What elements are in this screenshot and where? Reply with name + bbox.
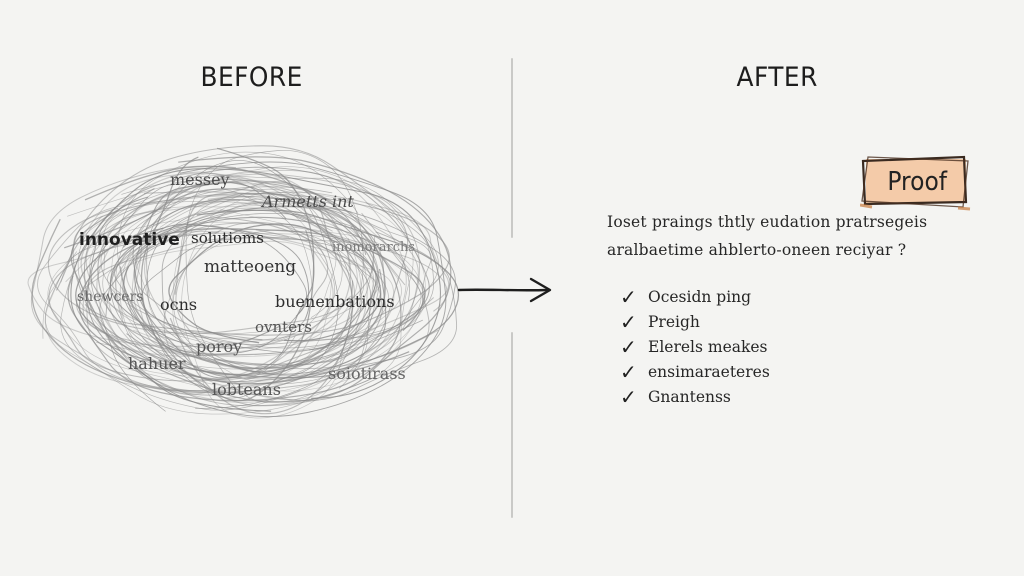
scribble-stroke xyxy=(87,161,447,418)
divider-bottom xyxy=(511,332,513,518)
scribble-stroke xyxy=(122,225,307,355)
scribble-stroke xyxy=(110,212,423,375)
scribble-stroke xyxy=(100,186,434,345)
scribble-word: ocns xyxy=(160,295,198,314)
scribble-stroke xyxy=(117,151,376,375)
scribble-word: lobteans xyxy=(212,380,281,399)
scribble-stroke xyxy=(86,198,430,407)
scribble-stroke xyxy=(163,192,380,407)
scribble-stroke xyxy=(90,180,353,412)
scribble-stroke xyxy=(80,171,352,380)
checklist: ✓ Ocesidn ping ✓ Preigh ✓ Elerels meakes… xyxy=(620,284,770,409)
scribble-stroke xyxy=(108,207,382,380)
scribble-stroke xyxy=(75,209,460,385)
scribble-stroke xyxy=(60,201,374,411)
proof-badge: Proof xyxy=(860,155,971,211)
checklist-label: Preigh xyxy=(648,312,700,331)
after-heading: AFTER xyxy=(736,62,818,93)
scribble-word: innovative xyxy=(79,230,180,250)
scribble-stroke xyxy=(181,200,362,419)
check-icon: ✓ xyxy=(620,384,637,409)
scribble-stroke xyxy=(42,232,422,370)
check-icon: ✓ xyxy=(620,359,637,384)
scribble-stroke xyxy=(85,191,450,342)
scribble-stroke xyxy=(146,160,339,399)
scribble-stroke xyxy=(44,172,426,403)
proof-label: Proof xyxy=(887,167,947,197)
arrow-right-icon xyxy=(457,277,552,303)
checklist-label: Elerels meakes xyxy=(648,337,768,356)
scribble-stroke xyxy=(89,202,402,356)
scribble-stroke xyxy=(125,202,368,372)
scribble-stroke xyxy=(175,221,356,371)
checklist-item: ✓ ensimaraeteres xyxy=(620,359,770,384)
scribble-stroke xyxy=(173,229,381,366)
scribble-stroke xyxy=(47,191,375,335)
scribble-stroke xyxy=(70,168,442,412)
scribble-stroke xyxy=(133,173,352,370)
checklist-label: Gnantenss xyxy=(648,387,731,406)
scribble-word: solutioms xyxy=(191,229,264,247)
check-icon: ✓ xyxy=(620,309,637,334)
scribble-stroke xyxy=(115,240,395,358)
scribble-word: Armetts int xyxy=(262,192,354,211)
scribble-word: ovnters xyxy=(255,318,312,336)
checklist-label: Ocesidn ping xyxy=(648,287,752,306)
scribble-stroke xyxy=(131,228,336,350)
scribble-word: buenenbations xyxy=(275,292,395,311)
scribble-word: soiotirass xyxy=(328,364,406,383)
checklist-item: ✓ Gnantenss xyxy=(620,384,770,409)
scribble-word: shewcers xyxy=(77,289,144,305)
scribble-stroke xyxy=(111,173,333,386)
scribble-word: messey xyxy=(170,170,230,189)
scribble-stroke xyxy=(132,178,367,376)
scribble-stroke xyxy=(133,181,315,379)
scribble-stroke xyxy=(123,216,387,375)
checklist-item: ✓ Ocesidn ping xyxy=(620,284,770,309)
scribble-stroke xyxy=(141,236,378,353)
scribble-stroke xyxy=(48,229,362,382)
before-heading: BEFORE xyxy=(200,62,303,93)
scribble-stroke xyxy=(99,205,458,402)
check-icon: ✓ xyxy=(620,284,637,309)
scribble-stroke xyxy=(96,177,334,395)
scribble-stroke xyxy=(45,166,414,415)
scribble-stroke xyxy=(37,195,390,392)
scribble-stroke xyxy=(105,201,456,383)
scribble-word: inomorarchs xyxy=(332,240,416,255)
check-icon: ✓ xyxy=(620,334,637,359)
scribble-stroke xyxy=(78,228,426,379)
scribble-word: hahuer xyxy=(128,354,186,373)
scribble-word: matteoeng xyxy=(204,257,297,277)
checklist-item: ✓ Preigh xyxy=(620,309,770,334)
scribble-stroke xyxy=(144,188,419,377)
scribble-stroke xyxy=(27,230,382,347)
checklist-item: ✓ Elerels meakes xyxy=(620,334,770,359)
scribble-stroke xyxy=(115,188,313,381)
scribble-stroke xyxy=(146,210,371,369)
after-paragraph-line: aralbaetime ahblerto-oneen reciyar ? xyxy=(607,241,907,259)
divider-top xyxy=(511,58,513,238)
scribble-word: poroy xyxy=(196,337,243,356)
scribble-stroke xyxy=(83,166,430,366)
after-paragraph-line: Ioset praings thtly eudation pratrsegeis xyxy=(607,213,928,231)
checklist-label: ensimaraeteres xyxy=(648,362,770,381)
